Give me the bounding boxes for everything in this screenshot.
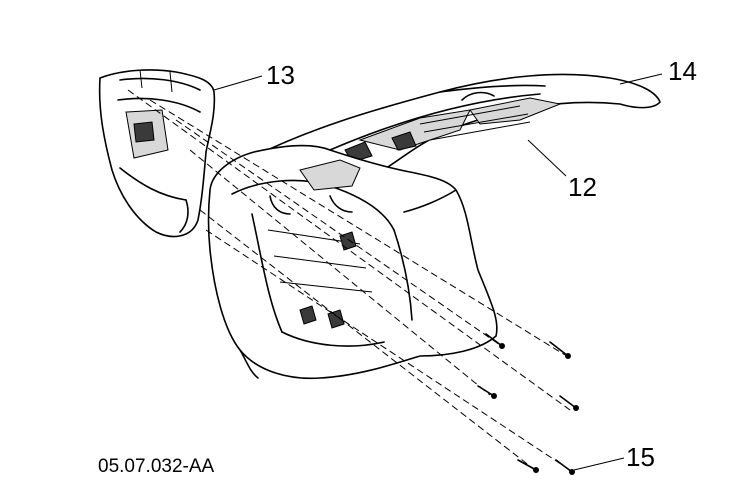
leader-lines [213,73,663,471]
part-12-housing [207,144,498,380]
figure-id: 05.07.032-AA [98,456,215,477]
callout-12: 12 [568,172,597,202]
callout-13: 13 [266,60,295,90]
assembly-lines [127,89,571,471]
screw [555,459,575,475]
screw [517,459,539,473]
screw [485,333,505,349]
screw [559,395,579,411]
part-14-top-cover [231,73,661,176]
part-15-screws [477,333,579,475]
screw [477,385,497,399]
part-13-side-cover [98,69,216,238]
screw [549,341,571,359]
callout-14: 14 [668,56,697,86]
callout-15: 15 [626,442,655,472]
